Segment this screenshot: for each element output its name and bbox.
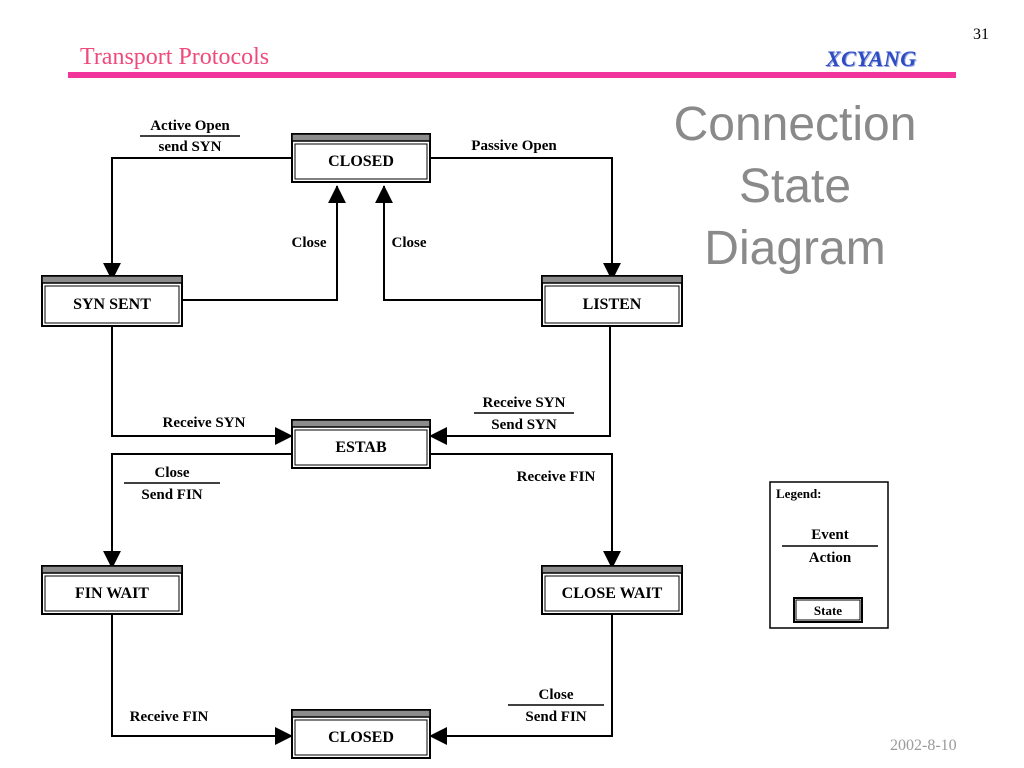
legend-state-sample: State (793, 597, 863, 623)
transition-close-from-syn-sent (182, 185, 346, 301)
slide-title-line-1: Connection (673, 98, 917, 151)
label-close-from-syn-sent: Close (292, 235, 327, 251)
state-syn-sent-label: SYN SENT (73, 296, 151, 313)
state-listen: LISTEN (541, 275, 683, 327)
label-close-from-estab-event: Close (155, 465, 190, 481)
transition-close-from-listen (375, 185, 542, 301)
page-number: 31 (973, 26, 989, 43)
state-listen-label: LISTEN (583, 296, 642, 313)
state-estab-label: ESTAB (335, 439, 387, 456)
slide-title-line-2: State (738, 160, 852, 213)
legend-heading: Legend: (776, 486, 822, 501)
footer-date: 2002-8-10 (890, 737, 957, 754)
state-syn-sent: SYN SENT (41, 275, 183, 327)
transition-receive-syn-from-listen (429, 326, 611, 445)
transition-close-from-close-wait (429, 614, 613, 745)
transition-receive-syn-from-syn-sent (111, 326, 293, 445)
label-receive-syn-from-syn-sent: Receive SYN (163, 415, 246, 431)
state-closed-bottom: CLOSED (291, 709, 431, 759)
transition-receive-fin-from-fin-wait (111, 614, 293, 745)
legend: Legend: Event Action State (769, 481, 889, 629)
legend-event-label: Event (811, 527, 849, 543)
label-receive-fin-from-estab: Receive FIN (517, 469, 596, 485)
transition-close-from-estab (103, 453, 292, 569)
transition-receive-fin-from-estab (430, 453, 621, 569)
state-closed-top: CLOSED (291, 133, 431, 183)
state-close-wait-label: CLOSE WAIT (562, 585, 663, 602)
author-logo: XCYANG (826, 46, 917, 71)
label-close-from-close-wait-action: Send FIN (525, 709, 586, 725)
state-fin-wait-label: FIN WAIT (75, 585, 149, 602)
label-close-from-listen: Close (392, 235, 427, 251)
state-fin-wait: FIN WAIT (41, 565, 183, 615)
label-passive-open-event: Passive Open (471, 138, 557, 154)
transition-passive-open (430, 157, 621, 281)
label-active-open-event: Active Open (150, 118, 230, 134)
label-close-from-estab-action: Send FIN (141, 487, 202, 503)
label-receive-fin-from-fin-wait: Receive FIN (130, 709, 209, 725)
legend-action-label: Action (809, 550, 852, 566)
state-closed-bottom-label: CLOSED (328, 729, 394, 746)
state-close-wait: CLOSE WAIT (541, 565, 683, 615)
slide-title-line-3: Diagram (704, 222, 886, 275)
label-close-from-close-wait-event: Close (539, 687, 574, 703)
label-active-open-action: send SYN (159, 139, 222, 155)
legend-state-label: State (814, 603, 842, 618)
course-title: Transport Protocols (80, 44, 270, 70)
state-estab: ESTAB (291, 419, 431, 469)
header-divider (68, 72, 956, 78)
label-receive-syn-from-listen-event: Receive SYN (483, 395, 566, 411)
label-receive-syn-from-listen-action: Send SYN (491, 417, 557, 433)
state-closed-top-label: CLOSED (328, 153, 394, 170)
transition-active-open (103, 157, 292, 281)
slide-title: Connection State Diagram (642, 94, 948, 280)
